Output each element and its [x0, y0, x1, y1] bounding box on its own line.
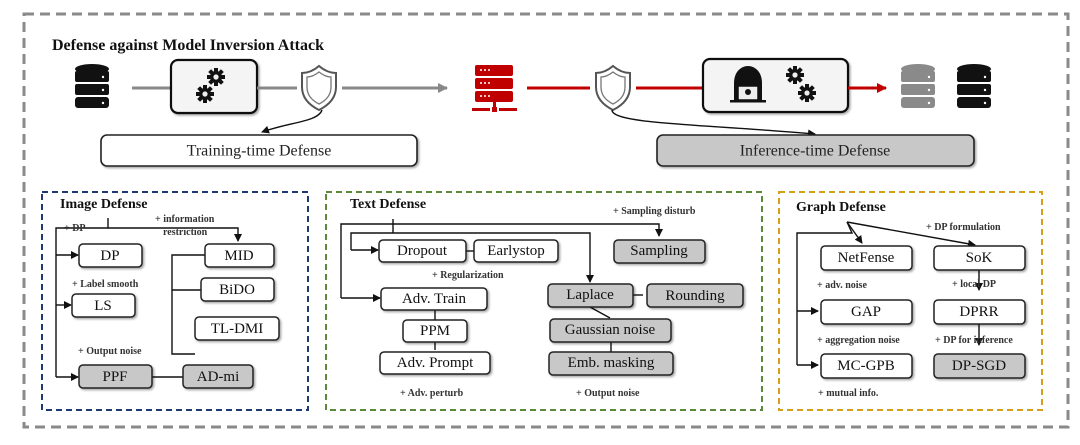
training-time-defense-label: Training-time Defense	[187, 143, 332, 160]
node-sampling-label: Sampling	[630, 243, 688, 259]
annotation-sampling-disturb: + Sampling disturb	[613, 206, 696, 217]
text-defense-panel: Text Defense + Sampling disturb + Regula…	[325, 191, 763, 411]
training-shield-icon	[301, 65, 337, 111]
node-mc-gpb	[820, 353, 913, 379]
annotation-output-noise: + Output noise	[576, 388, 640, 399]
annotation-adv-noise: + adv. noise	[817, 280, 867, 291]
node-dp-label: DP	[100, 248, 119, 264]
inference-time-defense-label: Inference-time Defense	[740, 143, 891, 160]
node-ppf	[78, 364, 153, 389]
annotation-local-dp: + local DP	[952, 279, 996, 290]
image-defense-border	[41, 191, 309, 411]
node-mc-gpb-label: MC-GPB	[837, 358, 895, 374]
node-ls-label: LS	[94, 298, 112, 314]
node-gap	[820, 299, 913, 325]
node-dp	[78, 243, 143, 268]
graph-defense-border	[778, 191, 1043, 411]
node-dprr	[933, 299, 1026, 325]
pipeline: Training-time Defense Inference-time Def…	[75, 57, 991, 167]
database-gray-icon	[901, 64, 935, 108]
node-bido-label: BiDO	[219, 282, 255, 298]
inference-time-defense-box	[656, 134, 975, 167]
node-laplace	[547, 283, 634, 308]
node-rounding-label: Rounding	[665, 288, 725, 304]
node-gap-label: GAP	[851, 304, 881, 320]
node-ppm-label: PPM	[420, 323, 450, 339]
attack-model-box	[701, 57, 850, 114]
inference-defense-link	[611, 109, 816, 138]
graph-defense-title: Graph Defense	[796, 200, 886, 215]
annotation-dp: + DP	[64, 223, 86, 234]
node-adv-prompt	[379, 351, 491, 375]
node-adv-train	[380, 287, 488, 311]
node-adv-prompt-label: Adv. Prompt	[397, 355, 474, 371]
node-netfense	[820, 245, 913, 271]
text-edge-gaussian	[589, 306, 611, 319]
text-defense-title: Text Defense	[350, 197, 426, 212]
diagram-title: Defense against Model Inversion Attack	[52, 37, 324, 54]
node-dropout	[378, 239, 467, 263]
node-sampling	[613, 239, 706, 264]
image-edge-mid-group	[171, 254, 205, 355]
node-dropout-label: Dropout	[397, 243, 448, 259]
annotation-mutual-info: + mutual info.	[818, 388, 879, 399]
training-time-defense-box	[100, 134, 418, 167]
node-mid-label: MID	[224, 248, 253, 264]
node-adv-train-label: Adv. Train	[402, 291, 467, 307]
training-defense-link	[261, 109, 323, 134]
annotation-information: + information	[155, 214, 215, 225]
annotation-dp-for-inference: + DP for inference	[935, 335, 1013, 346]
graph-trunk-edge	[796, 221, 854, 365]
node-emb-masking	[548, 351, 674, 376]
node-rounding	[646, 283, 744, 308]
database-icon	[75, 64, 109, 108]
node-emb-masking-label: Emb. masking	[568, 355, 655, 371]
inference-shield-icon	[595, 65, 631, 111]
node-tl-dmi-label: TL-DMI	[211, 321, 264, 337]
text-edge-laplace	[350, 232, 594, 283]
annotation-restriction: restriction	[163, 227, 208, 238]
training-model-box	[169, 58, 259, 115]
node-ppf-label: PPF	[102, 369, 127, 385]
image-edge-mid	[108, 227, 242, 242]
image-defense-title: Image Defense	[60, 197, 147, 212]
image-defense-panel: Image Defense + DP + information restric…	[41, 191, 309, 411]
node-ppm	[402, 319, 468, 343]
outer-border	[22, 12, 1070, 429]
text-edge-sampling	[340, 223, 663, 298]
node-mid	[204, 243, 275, 268]
node-tl-dmi	[194, 316, 280, 341]
node-gaussian-noise-label: Gaussian noise	[565, 322, 656, 338]
node-laplace-label: Laplace	[566, 287, 614, 303]
annotation-regularization: + Regularization	[432, 270, 504, 281]
node-sok-label: SoK	[966, 250, 993, 266]
graph-defense-panel: Graph Defense + DP formulation + adv. no…	[778, 191, 1043, 411]
node-bido	[200, 277, 275, 302]
annotation-label-smooth: + Label smooth	[72, 279, 139, 290]
node-ls	[71, 293, 136, 318]
node-dp-sgd-label: DP-SGD	[952, 358, 1006, 374]
node-sok	[933, 245, 1026, 271]
node-ad-mi	[182, 364, 254, 389]
annotation-aggregation-noise: + aggregation noise	[817, 335, 900, 346]
text-defense-border	[325, 191, 763, 411]
graph-edge-netfense	[846, 221, 863, 244]
node-ad-mi-label: AD-mi	[197, 369, 240, 385]
node-netfense-label: NetFense	[838, 250, 895, 266]
annotation-dp-formulation: + DP formulation	[926, 222, 1001, 233]
node-dp-sgd	[933, 353, 1026, 379]
database-icon	[957, 64, 991, 108]
annotation-output-noise: + Output noise	[78, 346, 142, 357]
server-icon	[472, 65, 517, 112]
hacker-icon	[730, 66, 766, 103]
node-dprr-label: DPRR	[959, 304, 998, 320]
graph-edge-sok	[846, 221, 976, 248]
annotation-adv-perturb: + Adv. perturb	[400, 388, 464, 399]
node-earlystop-label: Earlystop	[487, 243, 545, 259]
image-trunk-edge	[55, 218, 109, 377]
node-gaussian-noise	[549, 318, 672, 343]
node-earlystop	[473, 239, 559, 263]
